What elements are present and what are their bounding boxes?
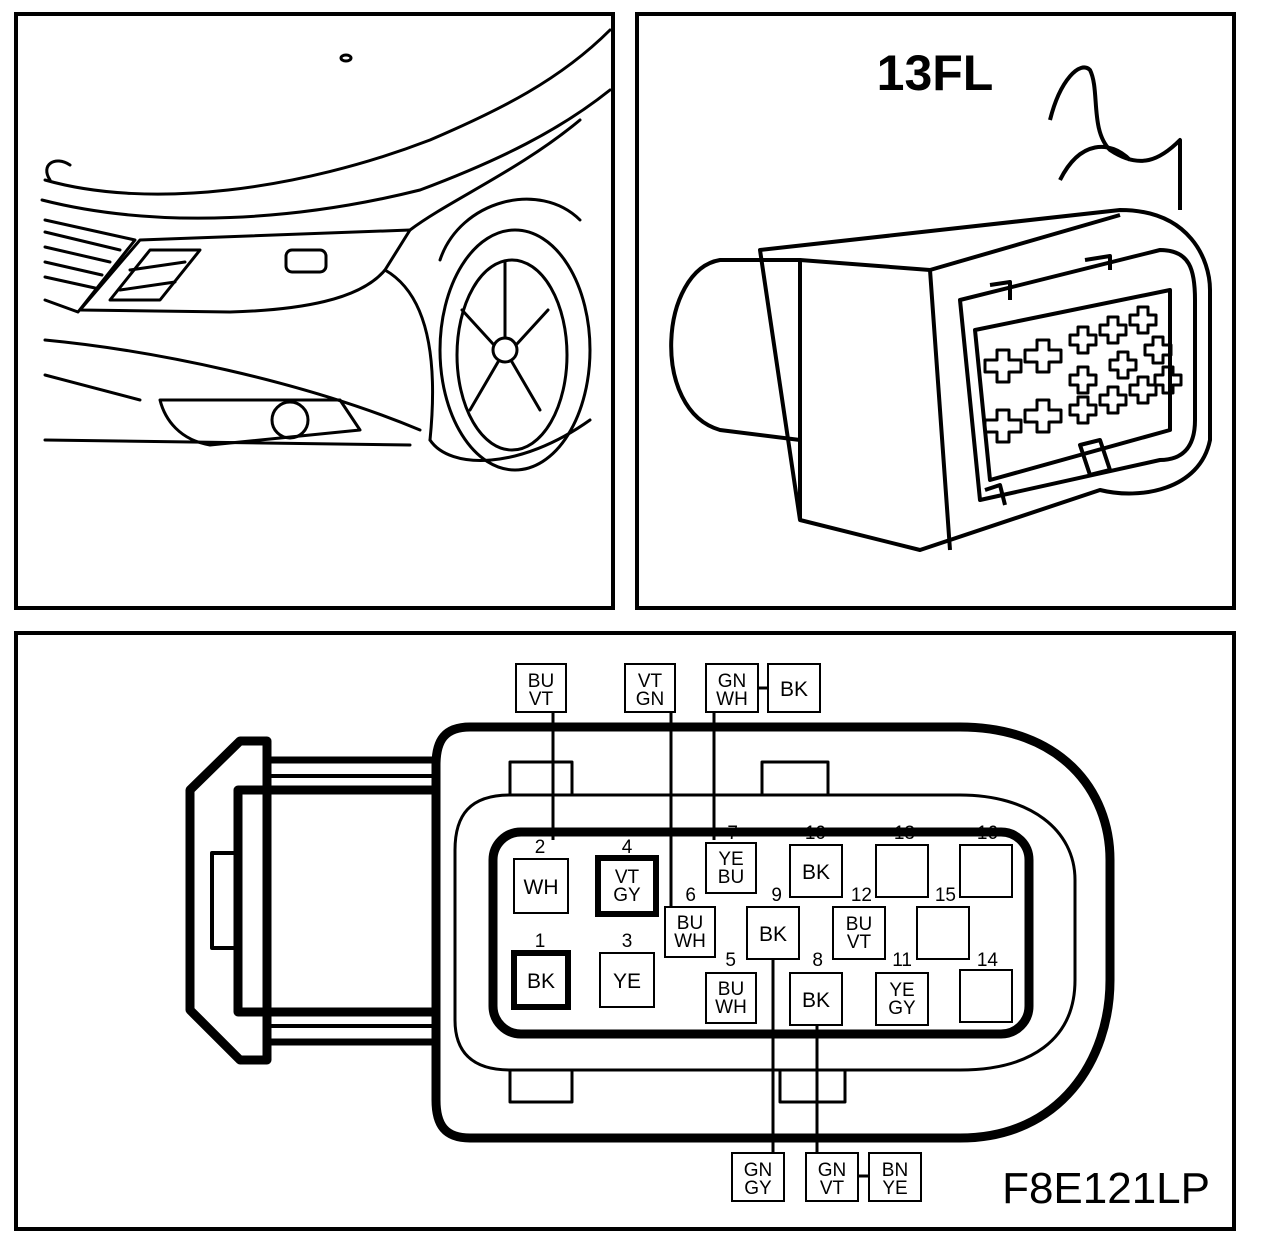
pin-number: 3 xyxy=(622,931,633,952)
pin-wire-color: WH xyxy=(524,876,559,899)
pin-cavity xyxy=(875,844,929,898)
pin-cavity xyxy=(832,906,886,960)
pin-cavity xyxy=(875,972,929,1026)
pin-number: 5 xyxy=(725,950,736,971)
pin-cavity xyxy=(664,906,716,958)
connector-photo-panel: 13FL xyxy=(635,12,1236,610)
pin-15: 15 xyxy=(916,885,970,960)
pin-wire-color: BK xyxy=(802,861,830,884)
pin-wire-color: BK xyxy=(759,923,787,946)
pin-8: 8BK xyxy=(789,950,843,1026)
figure-code: F8E121LP xyxy=(1002,1164,1210,1213)
pin-number: 8 xyxy=(812,950,823,971)
car-front-drawing xyxy=(40,28,612,472)
pin-wire-color: BK xyxy=(802,989,830,1012)
pin-16: 16 xyxy=(959,823,1013,898)
pin-13: 13 xyxy=(875,823,929,898)
pin-number: 14 xyxy=(977,950,999,971)
pin-number: 1 xyxy=(535,931,546,952)
pin-cavity xyxy=(511,950,571,1010)
external-wires xyxy=(551,686,869,1178)
pin-number: 11 xyxy=(892,950,912,971)
pin-number: 4 xyxy=(622,837,633,858)
pin-cavity xyxy=(916,906,970,960)
pin-14: 14 xyxy=(959,950,1013,1023)
pin-cavity xyxy=(789,972,843,1026)
connector-drawing xyxy=(669,65,1212,552)
pin-number: 16 xyxy=(977,823,998,844)
pin-cavity xyxy=(789,844,843,898)
pin-1: 1BK xyxy=(511,931,571,1010)
pin-number: 15 xyxy=(935,885,956,906)
pin-cavity xyxy=(705,972,757,1024)
vehicle-front-panel xyxy=(14,12,615,610)
pin-number: 12 xyxy=(851,885,872,906)
connector-id: 13FL xyxy=(877,45,994,101)
pin-number: 9 xyxy=(771,885,782,906)
pinout-connector-outline xyxy=(185,722,1115,1143)
pin-cavity xyxy=(959,844,1013,898)
pin-cavity xyxy=(599,952,655,1008)
wire-color-text: BK xyxy=(780,678,808,701)
pin-number: 6 xyxy=(685,885,696,906)
pin-number: 13 xyxy=(894,823,915,844)
pin-2: 2WH xyxy=(513,837,569,914)
pin-cavity xyxy=(595,855,659,917)
pin-cavity xyxy=(746,906,800,960)
pin-cavity xyxy=(513,858,569,914)
pin-number: 7 xyxy=(727,823,738,844)
pin-wire-color: BK xyxy=(527,970,555,993)
wire-label-bk-top: BK xyxy=(767,663,821,713)
pin-number: 2 xyxy=(535,837,546,858)
pin-cavity xyxy=(705,842,757,894)
pin-9: 9BK xyxy=(746,885,800,960)
pin-wire-color: YE xyxy=(613,970,641,993)
pin-cavity xyxy=(959,969,1013,1023)
pin-3: 3YE xyxy=(599,931,655,1008)
pin-number: 10 xyxy=(805,823,826,844)
